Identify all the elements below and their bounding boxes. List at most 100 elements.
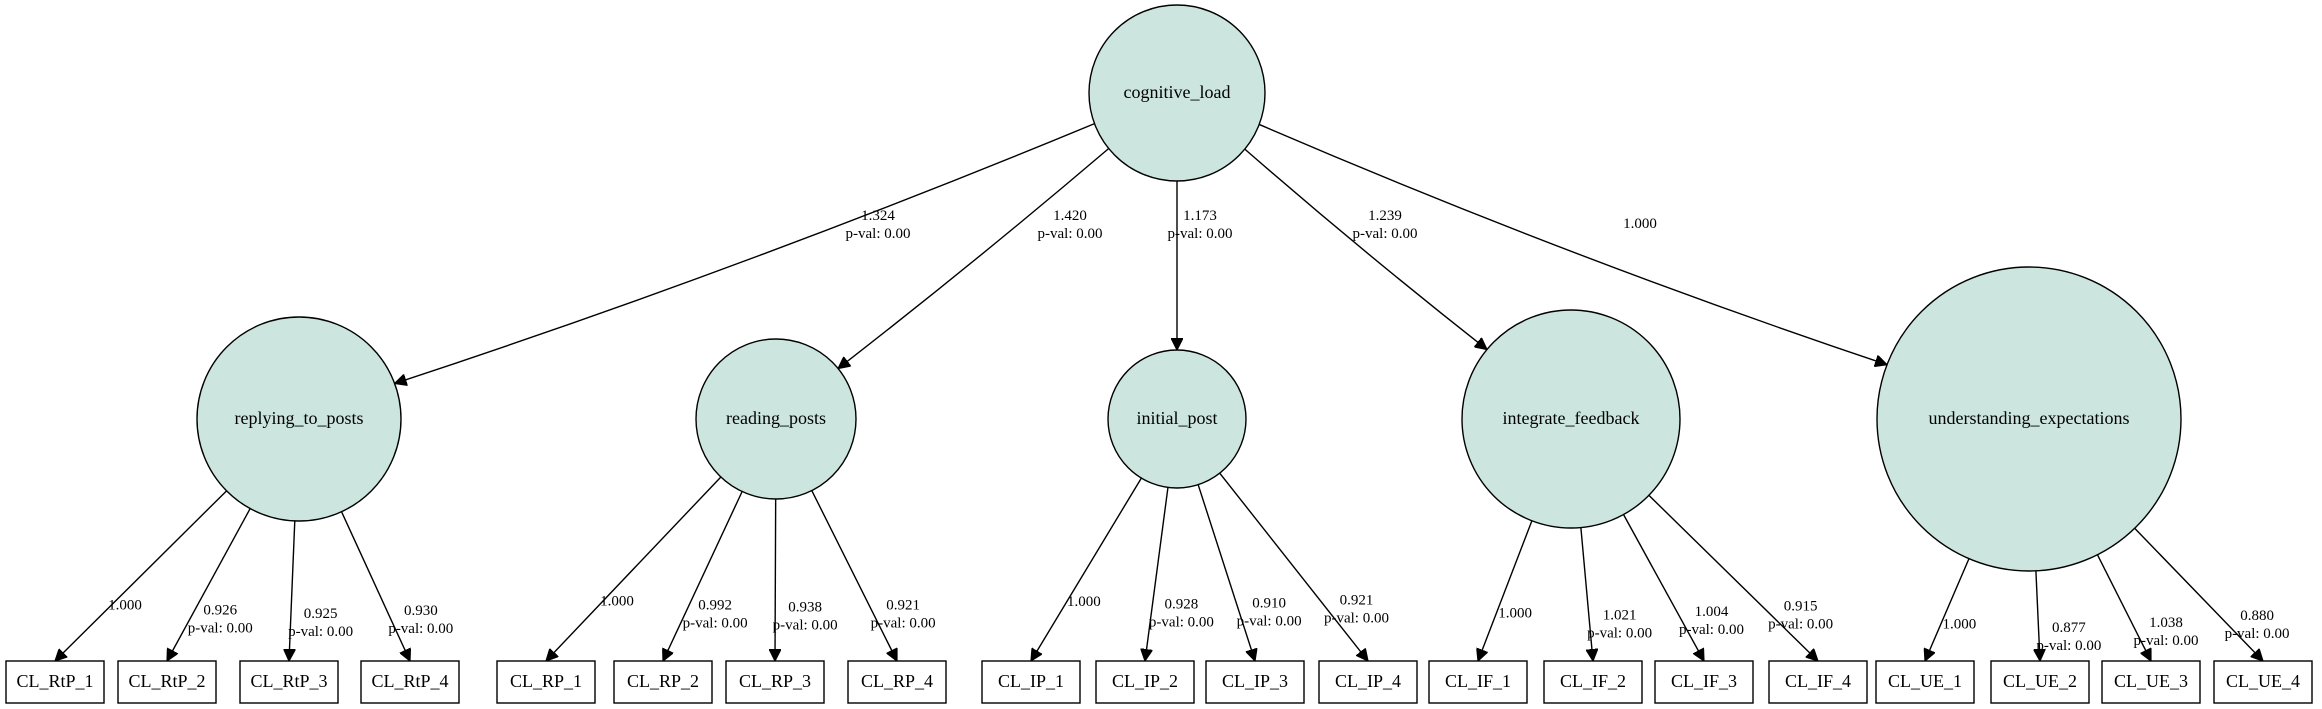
edge-replying-to-posts-to-cl-rtp-2 (167, 508, 251, 661)
observed-node-cl-rp-3: CL_RP_3 (725, 660, 825, 704)
edge-replying-to-posts-to-cl-rtp-3 (289, 520, 295, 661)
observed-label: CL_IF_1 (1445, 671, 1511, 691)
edge-reading-posts-to-cl-rp-1 (546, 476, 722, 661)
observed-node-cl-ip-2: CL_IP_2 (1095, 660, 1195, 704)
observed-label: CL_UE_4 (2226, 671, 2300, 691)
latent-label: reading_posts (726, 408, 826, 428)
observed-node-cl-ip-1: CL_IP_1 (981, 660, 1081, 704)
observed-label: CL_IP_2 (1112, 671, 1178, 691)
observed-label: CL_RP_4 (861, 671, 933, 691)
observed-node-cl-rtp-2: CL_RtP_2 (117, 660, 217, 704)
edge-understanding-expectations-to-cl-ue-1 (1925, 558, 1970, 661)
observed-label: CL_IF_2 (1560, 671, 1626, 691)
observed-node-cl-ue-2: CL_UE_2 (1990, 660, 2090, 704)
latent-label: initial_post (1137, 408, 1218, 428)
edge-initial-post-to-cl-ip-4 (1219, 472, 1368, 661)
observed-node-cl-rtp-4: CL_RtP_4 (360, 660, 460, 704)
edge-reading-posts-to-cl-rp-2 (663, 491, 743, 661)
edge-cognitive-load-to-understanding-expectations (1258, 123, 1887, 364)
edge-understanding-expectations-to-cl-ue-4 (2134, 527, 2263, 661)
observed-node-cl-if-2: CL_IF_2 (1543, 660, 1643, 704)
edge-understanding-expectations-to-cl-ue-3 (2096, 554, 2152, 661)
latent-node-understanding-expectations: understanding_expectations (1876, 266, 2182, 572)
loading-label-cl-ip-1: 1.000 (1067, 594, 1101, 610)
edge-cognitive-load-to-replying-to-posts (395, 122, 1095, 384)
observed-node-cl-rp-1: CL_RP_1 (496, 660, 596, 704)
observed-label: CL_RP_3 (739, 671, 811, 691)
observed-label: CL_RtP_1 (16, 671, 93, 691)
observed-label: CL_RP_2 (627, 671, 699, 691)
latent-node-cognitive-load: cognitive_load (1088, 4, 1266, 182)
observed-label: CL_RP_1 (510, 671, 582, 691)
observed-label: CL_IF_4 (1785, 671, 1851, 691)
edge-reading-posts-to-cl-rp-3 (775, 498, 776, 661)
observed-label: CL_RtP_2 (128, 671, 205, 691)
edge-integrate-feedback-to-cl-if-4 (1648, 494, 1818, 661)
observed-node-cl-rp-4: CL_RP_4 (847, 660, 947, 704)
observed-label: CL_RtP_3 (250, 671, 327, 691)
edge-cognitive-load-to-reading-posts (838, 147, 1110, 369)
latent-node-reading-posts: reading_posts (695, 338, 857, 500)
edge-initial-post-to-cl-ip-2 (1145, 487, 1169, 661)
latent-label: understanding_expectations (1929, 408, 2130, 428)
observed-label: CL_IP_3 (1222, 671, 1288, 691)
edge-replying-to-posts-to-cl-rtp-4 (340, 511, 410, 661)
observed-label: CL_IF_3 (1671, 671, 1737, 691)
latent-label: cognitive_load (1124, 82, 1231, 102)
edge-replying-to-posts-to-cl-rtp-1 (55, 490, 228, 661)
edges-layer (55, 122, 2263, 661)
edge-cognitive-load-to-integrate-feedback (1244, 148, 1487, 349)
loading-label-cl-rtp-1: 1.000 (108, 597, 142, 613)
observed-label: CL_UE_3 (2114, 671, 2188, 691)
observed-label: CL_RtP_4 (371, 671, 448, 691)
observed-label: CL_IP_1 (998, 671, 1064, 691)
observed-label: CL_UE_2 (2003, 671, 2077, 691)
loading-label-cl-rp-1: 1.000 (600, 593, 634, 609)
edge-integrate-feedback-to-cl-if-3 (1622, 514, 1704, 661)
observed-node-cl-ue-4: CL_UE_4 (2213, 660, 2313, 704)
edge-reading-posts-to-cl-rp-4 (811, 490, 898, 661)
observed-node-cl-ip-4: CL_IP_4 (1318, 660, 1418, 704)
observed-node-cl-ue-3: CL_UE_3 (2101, 660, 2201, 704)
loading-label-cl-if-1: 1.000 (1498, 606, 1532, 622)
observed-node-cl-ue-1: CL_UE_1 (1875, 660, 1975, 704)
edge-integrate-feedback-to-cl-if-2 (1580, 527, 1593, 661)
observed-label: CL_UE_1 (1888, 671, 1962, 691)
observed-node-cl-if-4: CL_IF_4 (1768, 660, 1868, 704)
observed-label: CL_IP_4 (1335, 671, 1401, 691)
latent-label: replying_to_posts (235, 408, 364, 428)
observed-node-cl-rp-2: CL_RP_2 (613, 660, 713, 704)
observed-node-cl-if-1: CL_IF_1 (1428, 660, 1528, 704)
latent-node-initial-post: initial_post (1107, 349, 1247, 489)
observed-node-cl-rtp-3: CL_RtP_3 (239, 660, 339, 704)
latent-node-replying-to-posts: replying_to_posts (196, 316, 402, 522)
edge-understanding-expectations-to-cl-ue-2 (2036, 570, 2040, 661)
observed-node-cl-if-3: CL_IF_3 (1654, 660, 1754, 704)
loading-label-cl-ue-1: 1.000 (1942, 616, 1976, 632)
edge-integrate-feedback-to-cl-if-1 (1478, 520, 1533, 661)
loading-label-understanding-expectations: 1.000 (1623, 216, 1657, 232)
observed-node-cl-ip-3: CL_IP_3 (1205, 660, 1305, 704)
edge-initial-post-to-cl-ip-3 (1197, 484, 1255, 661)
